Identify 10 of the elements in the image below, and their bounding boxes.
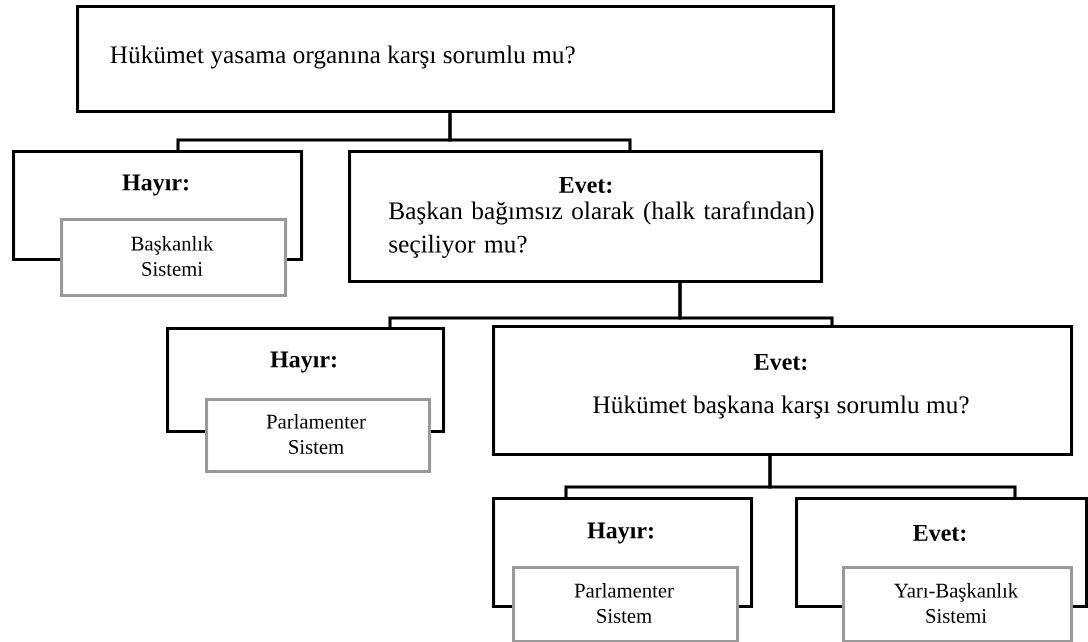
question-box: Hükümet yasama organına karşı sorumlu mu? <box>76 5 836 114</box>
result-box: Başkanlık Sistemi <box>60 218 288 298</box>
result-box: Yarı-Başkanlık Sistemi <box>842 566 1074 642</box>
connector-line <box>448 113 632 150</box>
connector-line <box>678 283 834 325</box>
result-box: Parlamenter Sistem <box>512 566 740 642</box>
question-box: Evet: Hükümet başkana karşı sorumlu mu? <box>492 325 1074 457</box>
result-box: Parlamenter Sistem <box>205 398 432 474</box>
connector-line <box>768 456 1017 497</box>
question-box: Evet: Başkan bağımsız olarak (halk tarafından) seçiliyor mu? <box>348 150 824 284</box>
